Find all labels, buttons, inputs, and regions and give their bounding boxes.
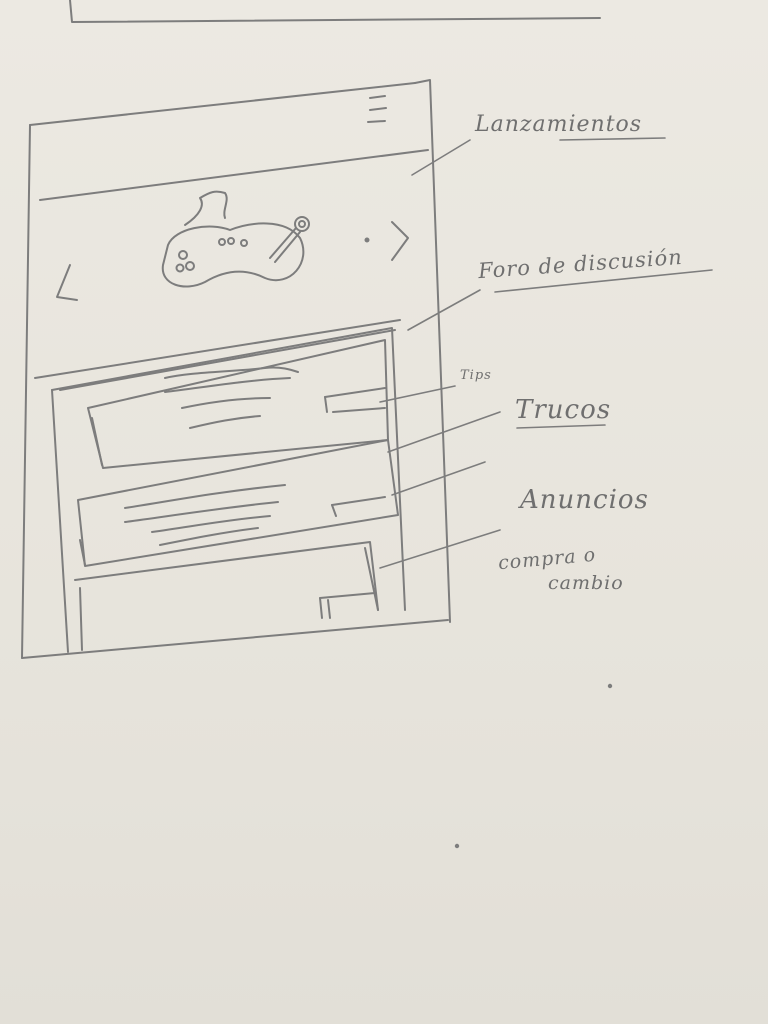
carousel (56, 190, 409, 301)
phone-frame (21, 79, 451, 659)
chevron-left-icon[interactable] (56, 264, 78, 301)
carousel-dot (364, 237, 370, 243)
forum-card-tips[interactable] (87, 339, 389, 469)
annotation-leaders (379, 139, 501, 569)
annotation-tips: Tips (460, 368, 492, 383)
forum-card-trucos[interactable] (77, 439, 399, 567)
pencil-dot (454, 843, 460, 849)
annotation-trucos: Trucos (515, 395, 612, 425)
gamepad-icon (161, 190, 310, 288)
header-bar (39, 149, 429, 201)
annotation-underlines (494, 137, 713, 429)
previous-sketch-edge (69, 0, 601, 23)
annotation-cambio: cambio (548, 572, 624, 594)
annotation-lanzamientos: Lanzamientos (475, 112, 643, 137)
forum-panel (34, 319, 406, 653)
forum-card-anuncios[interactable] (74, 541, 379, 651)
annotation-anuncios: Anuncios (520, 485, 649, 515)
hamburger-menu-icon[interactable] (367, 95, 387, 123)
pencil-dot (607, 683, 613, 689)
chevron-right-icon[interactable] (391, 221, 409, 261)
